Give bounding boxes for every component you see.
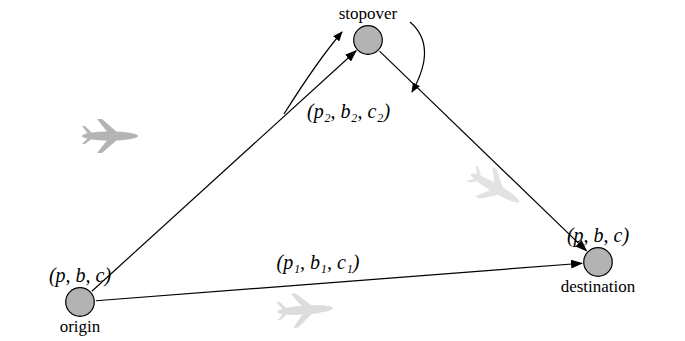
route-parameters: (p₁, b₁, c₁) xyxy=(274,251,361,273)
node-circle xyxy=(353,25,383,55)
node-circle xyxy=(65,287,95,317)
node-name: origin xyxy=(60,318,101,337)
node-parameters: (p, b, c) xyxy=(567,224,629,246)
airport-node: (p, b, c)origin xyxy=(65,287,95,317)
node-circle xyxy=(583,247,613,277)
node-name: destination xyxy=(561,278,636,297)
node-parameters: (p, b, c) xyxy=(49,264,111,286)
route-parameters: (p₂, b₂, c₂) xyxy=(305,100,392,122)
airport-node: stopover xyxy=(353,25,383,55)
airplane xyxy=(462,159,527,216)
flight-arrow xyxy=(380,51,587,251)
route-arrow xyxy=(410,22,425,92)
airplane xyxy=(82,119,138,153)
node-name: stopover xyxy=(339,5,398,24)
airport-node: (p, b, c)destination xyxy=(583,247,613,277)
airplane xyxy=(276,291,334,329)
